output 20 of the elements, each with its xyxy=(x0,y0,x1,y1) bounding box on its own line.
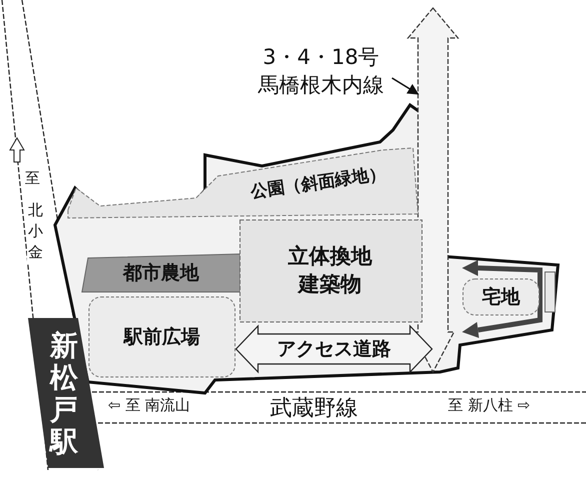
building-area xyxy=(240,220,422,322)
area-label: 立体換地建築物 xyxy=(287,243,374,298)
area-label: 宅地 xyxy=(481,285,522,310)
road-arrow xyxy=(408,8,458,372)
access-road-area xyxy=(236,326,432,372)
direction-label: 北小金 xyxy=(27,200,44,263)
housing-lot xyxy=(462,278,540,316)
area-label: 都市農地 xyxy=(122,261,200,286)
direction-label: 至 新八柱 ⇨ xyxy=(448,396,530,415)
station-plaza xyxy=(88,296,236,378)
direction-label: ⇦ 至 南流山 xyxy=(108,396,190,415)
farmland-area xyxy=(82,254,240,292)
leader-arrow xyxy=(392,77,419,95)
area-label: アクセス道路 xyxy=(276,337,392,362)
railway-name: 武蔵野線 xyxy=(270,395,358,423)
road-name-text: 3・4・18号 馬橋根木内線 xyxy=(257,44,385,99)
station-marker xyxy=(28,318,104,470)
area-label: 駅前広場 xyxy=(122,325,201,350)
area-label: 公園（斜面緑地） xyxy=(248,162,388,204)
station-name: 新松戸駅 xyxy=(48,328,79,460)
